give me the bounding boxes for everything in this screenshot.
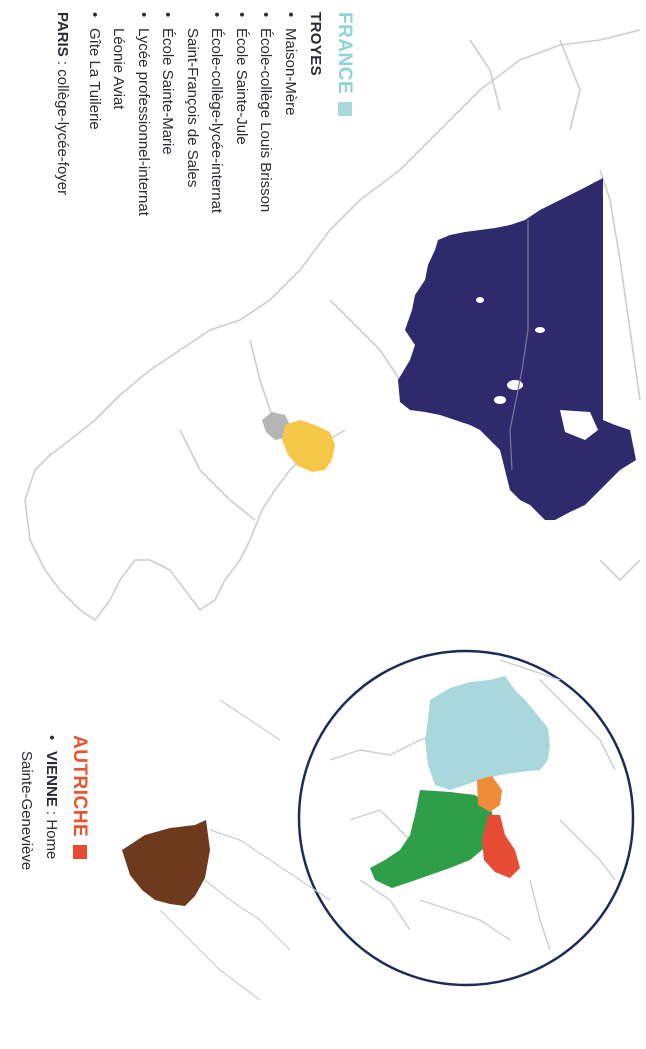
africa-borders: [159, 699, 331, 1001]
troyes-heading: TROYES: [307, 12, 324, 77]
autriche-title: AUTRICHE: [69, 735, 90, 838]
france-block: FRANCE TROYES Maison-Mère École-collège …: [48, 12, 361, 216]
red-region: [482, 815, 520, 878]
list-item: Léonie Aviat: [110, 28, 128, 110]
france-map-region: [425, 676, 550, 790]
france-legend-square: [338, 102, 352, 117]
vienne-list: VIENNE : Home Sainte-Geneviève: [14, 735, 63, 870]
paris-label: PARIS: [54, 12, 72, 57]
list-item: Gîte La Tuilerie: [82, 12, 107, 216]
france-title-row: FRANCE: [328, 12, 360, 216]
list-item: Saint-François de Sales: [184, 28, 201, 188]
us-canada-border-line: [509, 220, 529, 471]
vienne-text: : Home: [43, 806, 60, 860]
list-item: Lycée professionnel-internat: [131, 12, 156, 216]
yellow-region: [282, 420, 335, 472]
france-title: FRANCE: [334, 12, 355, 95]
gray-region: [262, 412, 290, 440]
orange-region: [477, 776, 502, 812]
paris-entry: PARIS : collège-lycée-foyer: [48, 12, 78, 216]
paris-text: : collège-lycée-foyer: [54, 56, 72, 196]
brown-region: [122, 820, 210, 906]
troyes-list: Maison-Mère École-collège Louis Brisson …: [82, 12, 303, 216]
list-item: VIENNE : Home: [39, 735, 64, 870]
list-item: École-collège Louis Brisson: [253, 12, 278, 216]
autriche-title-row: AUTRICHE: [63, 735, 95, 870]
autriche-legend-square: [73, 845, 87, 860]
list-item: École-collège-lycée-internat: [204, 12, 229, 216]
list-item: Sainte-Geneviève: [18, 751, 36, 871]
list-item: École Sainte-Jule: [229, 12, 254, 216]
canada-region: [398, 178, 636, 520]
autriche-block: AUTRICHE VIENNE : Home Sainte-Geneviève: [14, 735, 95, 870]
list-item: École Sainte-Marie: [155, 12, 180, 216]
list-item: Maison-Mère: [278, 12, 303, 216]
spain-region: [370, 790, 495, 888]
vienne-label: VIENNE: [43, 751, 60, 807]
